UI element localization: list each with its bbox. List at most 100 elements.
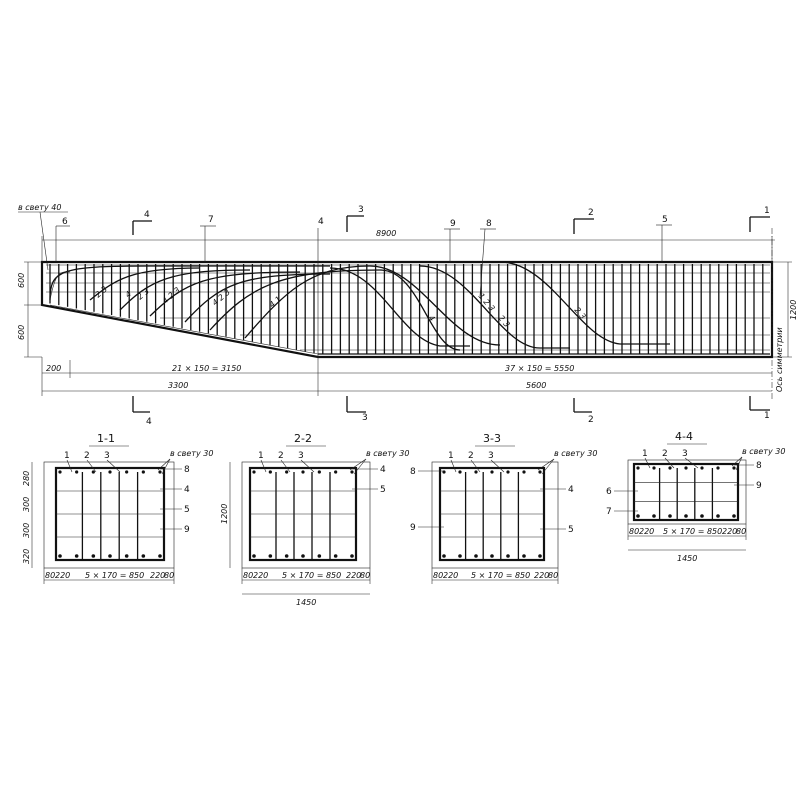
cut-4-top-mid: 4: [318, 217, 324, 227]
bottom-bar: [301, 554, 305, 558]
section-cuts-top: 4 3 2 1 4: [132, 205, 770, 360]
beam-elevation: 2 3 4 2 3 4 2 3 4 2 3 4 1 4 1 2 3 2 3 2 …: [17, 203, 798, 427]
longitudinal-bars: [46, 264, 770, 355]
mark-2: 2: [662, 449, 668, 459]
top-bar: [141, 470, 145, 474]
bottom-dim: 80: [736, 527, 746, 536]
dim-start: 200: [46, 364, 61, 373]
bottom-bar: [684, 514, 688, 518]
mark-8: 8: [486, 219, 492, 229]
mark-9: 9: [410, 523, 416, 533]
top-bar: [158, 470, 162, 474]
bottom-bar: [158, 554, 162, 558]
mark-2: 2: [468, 451, 474, 461]
top-bar: [285, 470, 289, 474]
cut-2-top: 2: [588, 208, 594, 218]
bottom-dim: 5 × 170 = 850: [85, 571, 144, 580]
concrete-outline: [431, 461, 559, 569]
mark-7: 7: [208, 215, 214, 225]
cut-3-bottom: 3: [362, 413, 368, 423]
mark-9: 9: [450, 219, 456, 229]
bottom-dim: 80: [548, 571, 558, 580]
top-bar: [684, 466, 688, 470]
bottom-dim: 80: [243, 571, 253, 580]
bottom-bar: [74, 554, 79, 558]
dim-stirrups-left: 21 × 150 = 3150: [172, 364, 241, 373]
section-title: 2-2: [294, 432, 312, 445]
bottom-bar: [58, 554, 62, 558]
cut-1-bottom: 1: [764, 411, 770, 421]
top-bar: [522, 470, 526, 474]
bottom-dim: 5 × 170 = 850: [282, 571, 341, 580]
bottom-dim: 220: [55, 571, 70, 580]
bottom-bar: [474, 554, 478, 558]
mark-1: 1: [642, 449, 648, 459]
mark-9: 9: [184, 525, 190, 535]
section-title: 1-1: [97, 432, 115, 445]
top-bar: [268, 470, 272, 474]
bottom-bar: [538, 554, 542, 558]
bottom-dim: 220: [534, 571, 549, 580]
bent-mark-5: 4 2 3: [211, 288, 232, 308]
bottom-bar: [317, 554, 322, 558]
dim-stirrups-right: 37 × 150 = 5550: [505, 364, 574, 373]
mark-2: 2: [278, 451, 284, 461]
bottom-bar: [350, 554, 354, 558]
bottom-bar: [252, 554, 256, 558]
mark-6: 6: [62, 217, 68, 227]
bottom-dim: 80: [433, 571, 443, 580]
elevation-dimensions: 8900 600 600 1200 200 21 × 150 = 3150 37…: [17, 228, 798, 400]
bottom-bar: [141, 554, 146, 558]
top-bar: [317, 470, 321, 474]
bottom-bar: [442, 554, 446, 558]
bottom-bar: [284, 554, 289, 558]
top-bar: [506, 470, 510, 474]
section-cuts-bottom: 4 3 2 1: [132, 396, 770, 427]
top-bar: [490, 470, 494, 474]
section-title: 4-4: [675, 430, 693, 443]
bottom-dim: 220: [443, 571, 458, 580]
bottom-dim: 220: [639, 527, 654, 536]
mark-9: 9: [756, 481, 762, 491]
bent-mark-2: 4: [124, 289, 134, 299]
bottom-bar: [333, 554, 338, 558]
clear-spacing-label: в свету 30: [742, 447, 785, 456]
mark-3: 3: [682, 449, 688, 459]
dim-left-bottom: 600: [17, 325, 26, 340]
clear-spacing-label: в свету 40: [18, 203, 61, 212]
clear-spacing-label: в свету 30: [554, 449, 597, 458]
top-bar: [350, 470, 354, 474]
mark-4: 4: [184, 485, 190, 495]
top-bar: [108, 470, 112, 474]
bottom-bar: [700, 514, 704, 518]
mark-3: 3: [104, 451, 110, 461]
concrete-outline: [241, 461, 371, 569]
bottom-bar: [124, 554, 129, 558]
elevation-marks: в свету 40 6 7 9 8 5: [18, 203, 672, 297]
mark-8: 8: [410, 467, 416, 477]
bottom-bar: [268, 554, 273, 558]
top-bar: [732, 466, 736, 470]
cut-3-top: 3: [358, 205, 364, 215]
mark-3: 3: [298, 451, 304, 461]
top-bar: [700, 466, 704, 470]
top-bar: [474, 470, 478, 474]
top-bar: [716, 466, 720, 470]
top-bar: [652, 466, 656, 470]
mark-5: 5: [380, 485, 386, 495]
bottom-dim: 220: [346, 571, 361, 580]
cut-2-bottom: 2: [588, 415, 594, 425]
top-bar: [91, 470, 95, 474]
bottom-dim: 80: [45, 571, 55, 580]
bottom-dim: 220: [722, 527, 737, 536]
stirrup-grid: [49, 264, 764, 354]
overall-width: 1450: [677, 554, 697, 563]
bottom-bar: [506, 554, 510, 558]
top-bar: [334, 470, 338, 474]
mark-5: 5: [662, 215, 668, 225]
top-bar: [538, 470, 542, 474]
bottom-bar: [108, 554, 112, 558]
